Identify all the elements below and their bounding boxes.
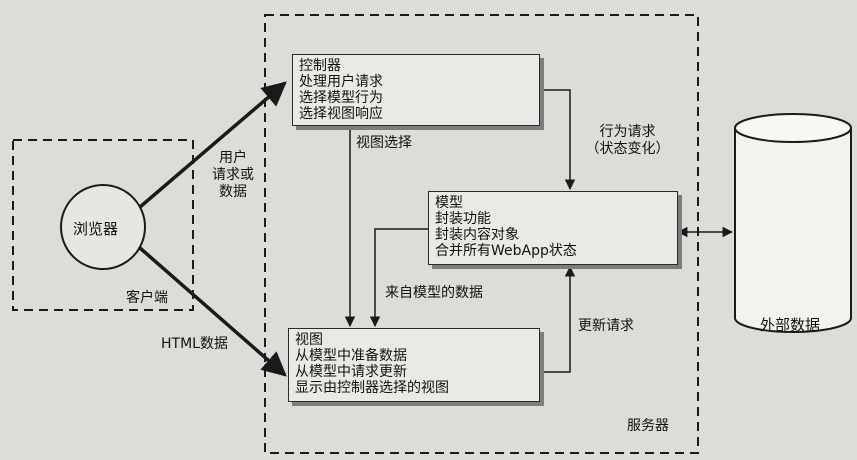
model-line: 合并所有WebApp状态 — [435, 243, 577, 259]
view-line: 显示由控制器选择的视图 — [295, 380, 449, 396]
client-label: 客户端 — [126, 290, 168, 306]
data-from-model-label: 来自模型的数据 — [385, 285, 483, 301]
model-line: 封装功能 — [435, 211, 491, 227]
arrow-html-data — [138, 246, 287, 377]
external-data-cylinder — [734, 113, 852, 333]
controller-line: 选择模型行为 — [299, 90, 383, 106]
arrow-behavior-request — [540, 89, 576, 191]
browser-circle — [60, 184, 146, 270]
model-box: 模型 封装功能 封装内容对象 合并所有WebApp状态 — [428, 191, 678, 265]
view-selection-label: 视图选择 — [356, 135, 412, 151]
update-request-label: 更新请求 — [578, 318, 634, 334]
html-data-label: HTML数据 — [161, 336, 228, 352]
controller-line: 处理用户请求 — [299, 74, 383, 90]
model-title: 模型 — [435, 195, 463, 211]
browser-label: 浏览器 — [73, 220, 119, 238]
controller-title: 控制器 — [299, 58, 341, 74]
controller-box: 控制器 处理用户请求 选择模型行为 选择视图响应 — [292, 54, 540, 126]
arrow-data-from-model — [369, 228, 428, 328]
view-box: 视图 从模型中准备数据 从模型中请求更新 显示由控制器选择的视图 — [288, 328, 540, 402]
external-data-label: 外部数据 — [760, 316, 821, 334]
user-request-label: 用户 请求或 数据 — [212, 150, 254, 200]
arrow-update-request — [540, 265, 576, 373]
model-line: 封装内容对象 — [435, 227, 519, 243]
arrow-user-request — [138, 81, 287, 209]
view-line: 从模型中请求更新 — [295, 364, 407, 380]
controller-line: 选择视图响应 — [299, 106, 383, 122]
behavior-request-label: 行为请求 （状态变化） — [585, 124, 670, 157]
server-label: 服务器 — [627, 418, 669, 434]
client-region — [12, 139, 194, 311]
view-line: 从模型中准备数据 — [295, 348, 407, 364]
view-title: 视图 — [295, 332, 323, 348]
